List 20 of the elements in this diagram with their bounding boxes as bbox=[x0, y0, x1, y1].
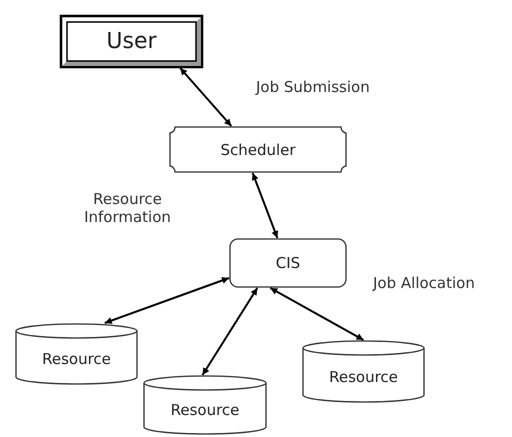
node-label: Resource bbox=[42, 350, 111, 368]
user-box bbox=[60, 15, 203, 68]
annotation-label: Job Allocation bbox=[373, 274, 475, 292]
arrow bbox=[104, 277, 230, 324]
node-label: Resource bbox=[329, 368, 398, 386]
arrow bbox=[252, 172, 278, 238]
node-label: Resource bbox=[170, 401, 240, 419]
node-label: Scheduler bbox=[220, 140, 296, 158]
node-label: User bbox=[106, 29, 157, 54]
annotation-label: Resource Information bbox=[83, 190, 172, 226]
arrow bbox=[202, 287, 258, 376]
database-cylinder bbox=[143, 375, 267, 435]
arrow bbox=[270, 287, 364, 341]
arrow bbox=[179, 67, 232, 127]
process-box bbox=[169, 126, 347, 173]
database-cylinder bbox=[15, 323, 138, 385]
database-cylinder bbox=[302, 340, 425, 403]
annotation-label: Job Submission bbox=[256, 78, 370, 96]
node-label: CIS bbox=[276, 254, 300, 272]
rounded-box bbox=[229, 238, 347, 288]
